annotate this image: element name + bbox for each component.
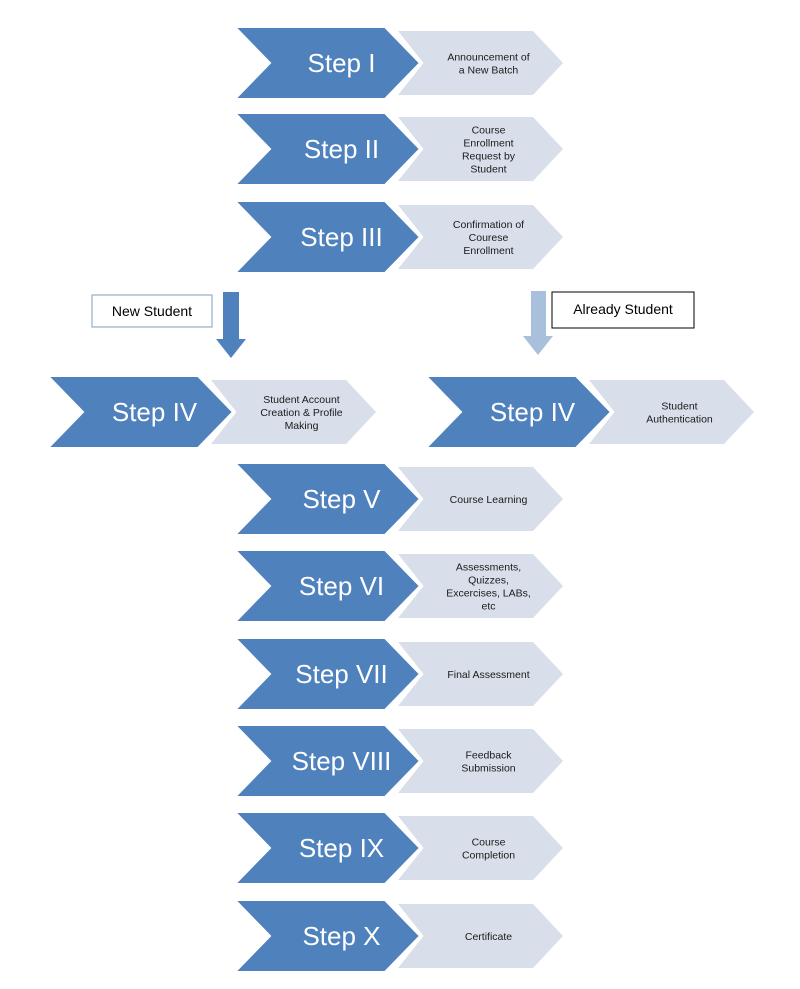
step-3-description-line: Enrollment	[463, 245, 513, 257]
step-4-existing-label: Step IV	[490, 397, 576, 427]
step-8-description-chevron	[398, 729, 563, 793]
step-7-description-line: Final Assessment	[447, 669, 529, 681]
step-1-description-line: Announcement of	[447, 52, 529, 64]
step-3-description-chevron	[398, 205, 563, 269]
step-8-chevron	[232, 724, 422, 798]
step-10-description-line: Certificate	[465, 931, 512, 943]
step-7-description: Final Assessment	[447, 669, 529, 681]
step-8-description-line: Submission	[461, 763, 515, 775]
step-2-description-line: Student	[470, 164, 506, 176]
step-9-description-line: Course	[472, 837, 506, 849]
step-9-description-chevron	[398, 816, 563, 880]
step-4-existing-description-chevron	[589, 380, 754, 444]
step-9-label: Step IX	[299, 833, 384, 863]
step-6: Step VI Assessments,Quizzes,Excercises, L…	[232, 549, 563, 623]
step-4-existing-chevron	[423, 375, 613, 449]
step-9-chevron	[232, 811, 422, 885]
new-student-label: New Student	[112, 303, 192, 319]
step-8-label: Step VIII	[292, 746, 392, 776]
step-10-label: Step X	[302, 921, 380, 951]
step-4-new-description-line: Student Account	[263, 394, 340, 406]
step-2-description-chevron	[398, 117, 563, 181]
new-student-down-arrow	[216, 292, 246, 358]
step-6-description: Assessments,Quizzes,Excercises, LABs,etc	[446, 562, 531, 613]
step-7-chevron	[232, 637, 422, 711]
step-1-label: Step I	[308, 48, 376, 78]
step-2-chevron	[232, 112, 422, 186]
step-10-chevron	[232, 899, 422, 973]
step-5: Step V Course Learning	[232, 462, 563, 536]
step-5-description: Course Learning	[450, 494, 528, 506]
step-5-description-chevron	[398, 467, 563, 531]
step-7-label: Step VII	[295, 659, 388, 689]
step-3-label: Step III	[300, 222, 382, 252]
step-1-chevron	[232, 26, 422, 100]
step-6-chevron	[232, 549, 422, 623]
step-2-label: Step II	[304, 134, 379, 164]
step-1-description-line: a New Batch	[459, 65, 519, 77]
step-3-chevron	[232, 200, 422, 274]
branch-already-student: Already Student	[523, 291, 695, 355]
already-student-down-arrow	[523, 291, 553, 355]
step-8-description-line: Feedback	[465, 750, 512, 762]
step-10-description: Certificate	[465, 931, 512, 943]
step-9-description-line: Completion	[462, 850, 515, 862]
already-student-label-box	[551, 291, 695, 329]
step-2-description-line: Enrollment	[463, 138, 513, 150]
step-4-new-description-line: Making	[285, 420, 319, 432]
branch-new-student: New Student	[91, 292, 246, 358]
step-4-new-description-chevron	[211, 380, 376, 444]
step-7-description-chevron	[398, 642, 563, 706]
new-student-label-box	[91, 294, 213, 328]
step-6-description-line: Assessments,	[456, 562, 521, 574]
step-10: Step X Certificate	[232, 899, 563, 973]
step-4-existing-description-line: Authentication	[646, 414, 713, 426]
step-3-description-line: Confirmation of	[453, 219, 524, 231]
step-4-new-chevron	[45, 375, 235, 449]
step-4-existing-description-line: Student	[661, 401, 697, 413]
step-4-new-description-line: Creation & Profile	[260, 407, 342, 419]
step-6-label: Step VI	[299, 571, 384, 601]
step-5-chevron	[232, 462, 422, 536]
step-1-description-chevron	[398, 31, 563, 95]
step-7: Step VII Final Assessment	[232, 637, 563, 711]
step-4-new-label: Step IV	[112, 397, 198, 427]
step-5-description-line: Course Learning	[450, 494, 528, 506]
step-10-description-chevron	[398, 904, 563, 968]
step-2-description-line: Course	[472, 125, 506, 137]
already-student-label: Already Student	[573, 301, 673, 317]
step-6-description-line: etc	[481, 601, 495, 613]
step-2-description-line: Request by	[462, 151, 516, 163]
step-6-description-line: Quizzes,	[468, 575, 509, 587]
step-5-label: Step V	[302, 484, 381, 514]
step-6-description-chevron	[398, 554, 563, 618]
step-6-description-line: Excercises, LABs,	[446, 588, 531, 600]
step-3-description-line: Courese	[469, 232, 509, 244]
